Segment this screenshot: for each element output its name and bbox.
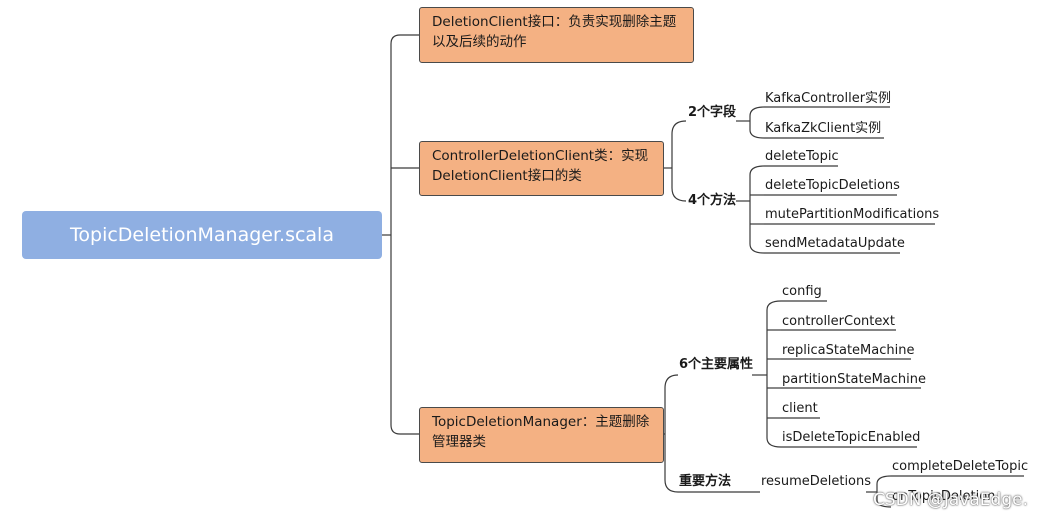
branch-controller-deletion-client-label: ControllerDeletionClient类：实现DeletionClie… (432, 148, 649, 184)
attr-item: config (782, 284, 822, 299)
attrs-group-label: 6个主要属性 (679, 357, 754, 372)
root-topic: TopicDeletionManager.scala (22, 211, 382, 259)
field-item: KafkaZkClient实例 (765, 121, 882, 136)
branch-deletion-client: DeletionClient接口：负责实现删除主题以及后续的动作 (419, 7, 694, 63)
field-item: KafkaController实例 (765, 91, 892, 106)
method-item: sendMetadataUpdate (765, 236, 905, 251)
attr-item: client (782, 401, 818, 416)
method-item: deleteTopic (765, 149, 839, 164)
method-item: deleteTopicDeletions (765, 178, 900, 193)
fields-group-label: 2个字段 (688, 105, 737, 120)
attr-item: controllerContext (782, 314, 895, 329)
root-topic-label: TopicDeletionManager.scala (70, 224, 334, 246)
watermark: CSDN @JavaEdge. (873, 490, 1028, 510)
attr-item: partitionStateMachine (782, 372, 927, 387)
method-item: mutePartitionModifications (765, 207, 940, 222)
branch-topic-deletion-manager-label: TopicDeletionManager：主题删除管理器类 (432, 414, 650, 450)
methods-group-label: 4个方法 (688, 193, 737, 208)
branch-deletion-client-label: DeletionClient接口：负责实现删除主题以及后续的动作 (432, 14, 677, 50)
resume-deletions-node: resumeDeletions (761, 474, 872, 489)
important-methods-label: 重要方法 (679, 474, 732, 489)
attr-item: isDeleteTopicEnabled (782, 430, 921, 445)
branch-topic-deletion-manager: TopicDeletionManager：主题删除管理器类 (419, 407, 664, 463)
method-child-item: onTopicDeletion (892, 489, 996, 504)
branch-controller-deletion-client: ControllerDeletionClient类：实现DeletionClie… (419, 141, 664, 196)
attr-item: replicaStateMachine (782, 343, 915, 358)
method-child-item: completeDeleteTopic (892, 459, 1029, 474)
